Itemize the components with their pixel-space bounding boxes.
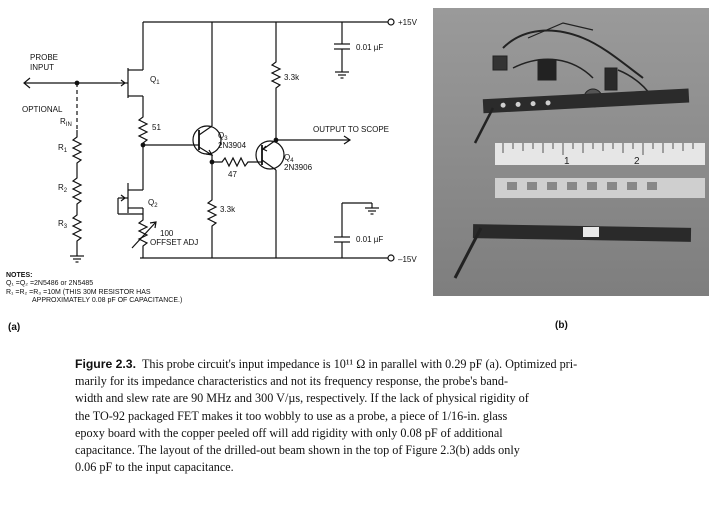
probe-input-label-2: INPUT <box>30 63 54 72</box>
notes-heading: NOTES: <box>6 272 33 279</box>
r1-label: R1 <box>58 143 68 154</box>
caption-line-4: the TO-92 packaged FET makes it too wobb… <box>75 408 508 423</box>
output-label: OUTPUT TO SCOPE <box>313 125 389 134</box>
q2-label: Q2 <box>148 198 158 209</box>
caption-line-5: epoxy board with the copper peeled off w… <box>75 425 503 440</box>
q4-part-label: 2N3906 <box>284 163 313 172</box>
q1-label: Q1 <box>150 75 160 86</box>
ruler: 1 2 <box>495 143 705 198</box>
q2-jfet <box>117 183 144 215</box>
caption-line-6: capacitance. The layout of the drilled-o… <box>75 443 520 458</box>
r33k-bottom-resistor <box>206 195 218 258</box>
q4-pnp <box>255 140 285 170</box>
pot-name-label: OFFSET ADJ <box>150 238 198 247</box>
output-arrow <box>343 135 352 145</box>
caption-line-3: width and slew rate are 90 MHz and 300 V… <box>75 391 529 406</box>
top-beam-board <box>482 88 690 114</box>
r51-label: 51 <box>152 123 161 132</box>
photo-components <box>492 22 654 108</box>
schematic-notes: NOTES: Q₁ =Q₂ =2N5486 or 2N5485 R₁ =R₂ =… <box>6 272 306 306</box>
cap-bottom-label: 0.01 µF <box>356 235 383 244</box>
r33k-bottom-label: 3.3k <box>220 205 236 214</box>
input-arrow <box>23 77 31 89</box>
r33k-top-resistor <box>270 22 282 108</box>
caption-line-1: This probe circuit's input impedance is … <box>141 357 578 371</box>
caption-line-7: 0.06 pF to the input capacitance. <box>75 460 234 475</box>
r47-label: 47 <box>228 170 237 179</box>
figure-number: Figure 2.3. <box>75 357 136 371</box>
notes-line-1: Q₁ =Q₂ =2N5486 or 2N5485 <box>6 280 94 288</box>
cap-top <box>334 22 350 79</box>
q4-label: Q4 <box>284 153 294 164</box>
r2-resistor <box>71 172 83 210</box>
q3-part-label: 2N3904 <box>218 141 247 150</box>
ground-r-chain <box>70 252 84 263</box>
r3-resistor <box>71 210 83 252</box>
plus-voltage-label: +15V <box>398 18 418 27</box>
probe-tip-top <box>473 107 495 144</box>
r3-label: R3 <box>58 219 68 230</box>
probe-input-label-1: PROBE <box>30 53 58 62</box>
figure-caption: Figure 2.3. This probe circuit's input im… <box>75 356 710 476</box>
caption-line-2: marily for its impedance characteristics… <box>75 374 509 389</box>
cap-top-label: 0.01 µF <box>356 43 383 52</box>
r1-resistor <box>71 130 83 172</box>
bottom-board <box>472 224 692 242</box>
notes-line-2: R₁ =R₂ =R₃ =10M (THIS 30M RESISTOR HAS <box>6 288 151 296</box>
probe-tip-bottom <box>453 227 483 279</box>
panel-label-a: (a) <box>8 322 21 333</box>
cap-bottom <box>334 202 379 258</box>
panel-label-b: (b) <box>555 320 568 331</box>
probe-photo: 1 2 <box>433 8 709 296</box>
pot-value-label: 100 <box>160 229 174 238</box>
offset-pot <box>137 214 149 258</box>
q1-jfet <box>118 22 144 112</box>
probe-schematic: +15V –15V PROBE INPUT OPTIONAL RIN R1 R2… <box>22 18 418 264</box>
optional-label: OPTIONAL <box>22 105 63 114</box>
notes-line-3: APPROXIMATELY 0.08 pF OF CAPACITANCE.) <box>32 297 183 305</box>
ruler-number-2: 2 <box>634 156 640 167</box>
rin-label: RIN <box>60 117 72 128</box>
pot-arrow <box>131 221 157 249</box>
r2-label: R2 <box>58 183 68 194</box>
ruler-number-1: 1 <box>564 156 570 167</box>
r51-resistor <box>137 112 149 145</box>
r33k-top-label: 3.3k <box>284 73 300 82</box>
minus-voltage-label: –15V <box>398 255 417 264</box>
q3-label: Q3 <box>218 131 228 142</box>
r47-resistor <box>212 156 256 168</box>
minus-terminal <box>387 254 395 262</box>
q3-npn <box>192 125 222 155</box>
plus-terminal <box>387 18 395 26</box>
